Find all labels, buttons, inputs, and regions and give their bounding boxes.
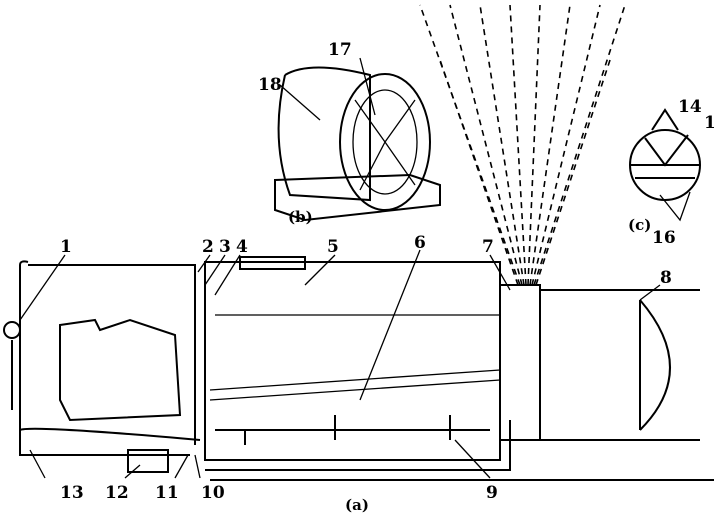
label-6: 6	[414, 233, 426, 253]
label-2: 2	[202, 237, 214, 257]
caption-c: (c)	[628, 216, 651, 234]
label-4: 4	[236, 237, 248, 257]
label-14: 14	[678, 97, 702, 117]
label-1: 1	[60, 237, 72, 257]
leader-lines	[19, 57, 661, 479]
caption-a: (a)	[345, 496, 369, 514]
label-3: 3	[219, 237, 231, 257]
label-9: 9	[486, 483, 498, 503]
label-10: 10	[201, 483, 225, 503]
label-8: 8	[660, 268, 672, 288]
label-18: 18	[258, 75, 282, 95]
label-15: 1	[704, 113, 714, 133]
label-11: 11	[155, 483, 179, 503]
label-13: 13	[60, 483, 84, 503]
machine-a	[3, 256, 714, 481]
caption-b: (b)	[288, 208, 313, 226]
label-5: 5	[327, 237, 339, 257]
fan-detail-b	[274, 66, 441, 222]
spray-plume	[419, 4, 626, 286]
label-17: 17	[328, 40, 352, 60]
label-16: 16	[652, 228, 676, 248]
label-7: 7	[482, 237, 494, 257]
label-12: 12	[105, 483, 129, 503]
nozzle-detail-c	[629, 108, 701, 222]
